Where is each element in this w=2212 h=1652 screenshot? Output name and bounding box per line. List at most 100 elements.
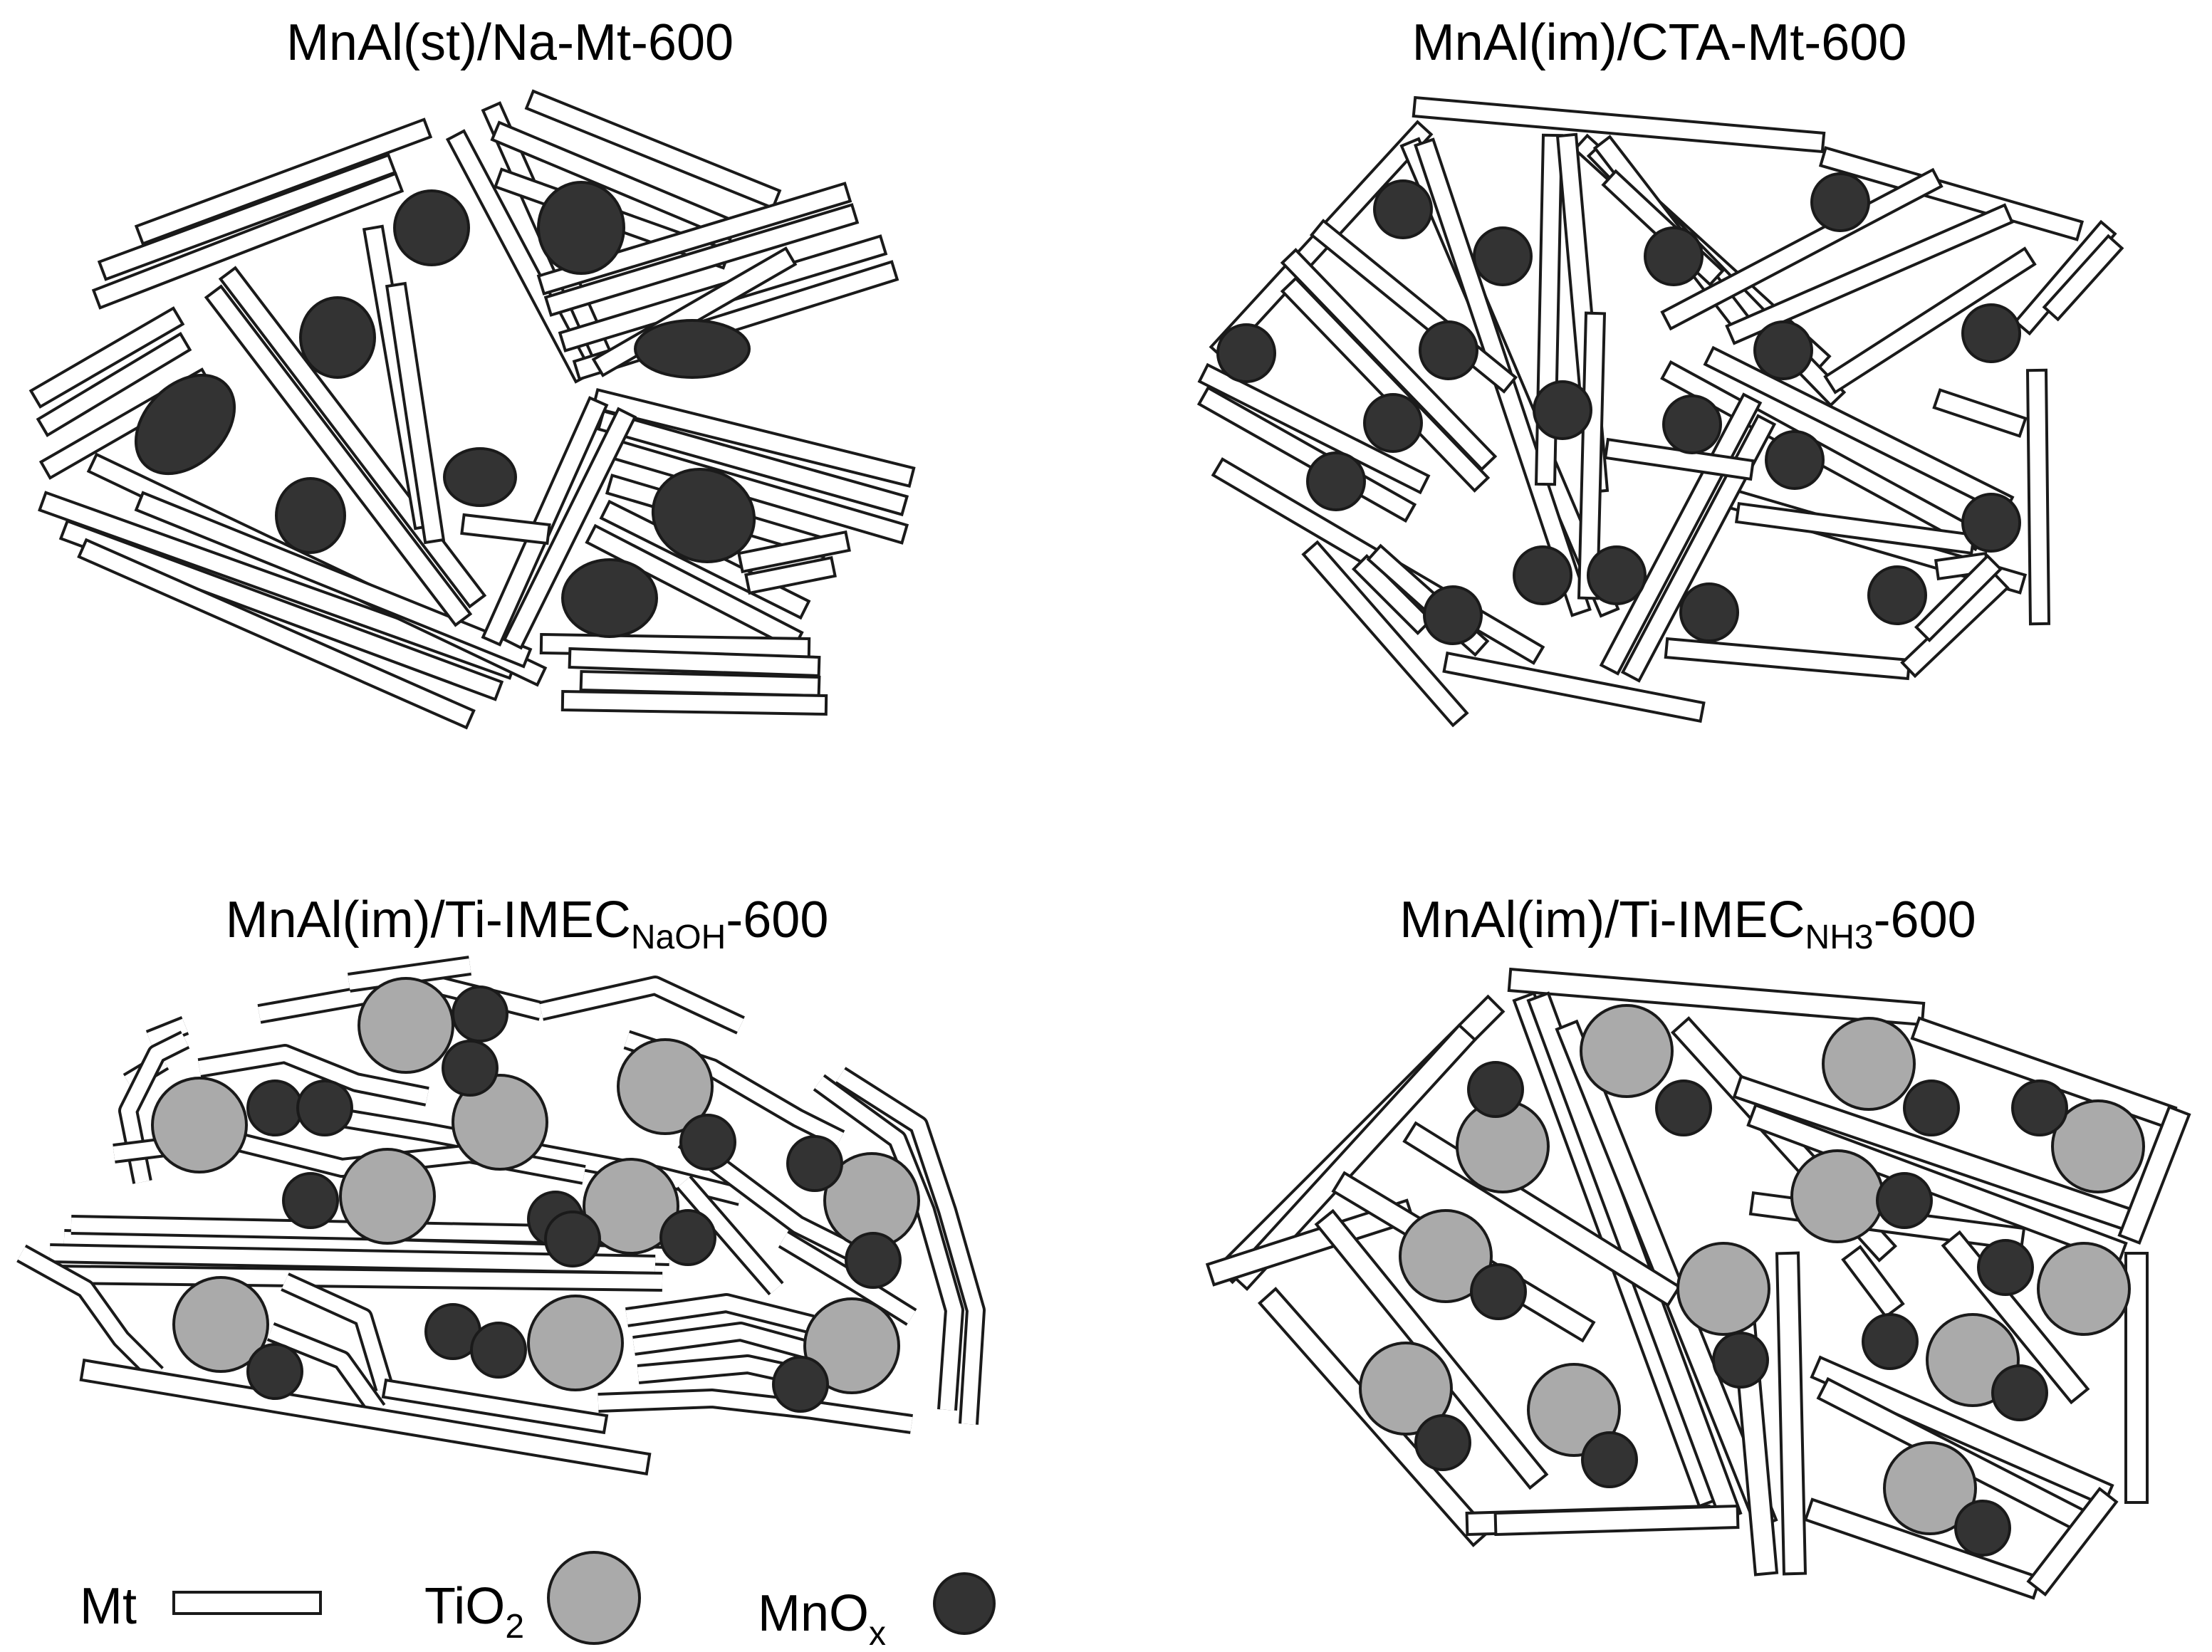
mnox-particle [393,189,470,266]
mnox-particle [634,319,751,379]
mt-platelet [585,523,804,652]
mnox-particle [651,468,756,563]
mt-platelet [2117,1105,2191,1245]
mt-wavy-layer-core [49,1246,656,1272]
mnox-particle [786,1135,843,1192]
mt-platelet [560,689,828,716]
mnox-particle [659,1209,716,1266]
panel-d-title-main: MnAl(im)/Ti-IMEC [1399,892,1805,948]
mnox-particle [1977,1239,2034,1296]
mt-platelet [591,387,916,488]
tio2-particle [803,1297,900,1394]
panel-b-title-main: MnAl(im)/CTA-Mt-600 [1412,14,1907,71]
mnox-particle [1961,493,2021,553]
mnox-particle [1903,1079,1960,1136]
mnox-particle [1679,582,1739,642]
panel-d-title-sub: NH3 [1805,919,1874,956]
mnox-particle [537,181,625,275]
mt-wavy-layer-core [836,1069,983,1425]
mnox-particle [1373,179,1433,239]
mnox-particle [246,1079,303,1136]
mnox-particle [1581,1431,1638,1488]
mnox-particle [1533,380,1592,440]
mnox-particle [1712,1332,1769,1389]
tio2-particle [1580,1004,1674,1098]
mt-wavy-layer-core [815,1076,961,1411]
tio2-particle [583,1158,679,1255]
mt-wavy-layer-core [198,1047,429,1104]
tio2-particle [1790,1149,1884,1243]
mt-platelet [91,172,405,310]
panel-b-diagram [1196,95,2124,728]
mt-platelet [1603,437,1755,481]
mt-platelet [1810,1355,2114,1507]
legend: Mt TiO2 MnOx [80,1551,996,1652]
mt-platelet [28,306,185,409]
mnox-particle [1513,545,1572,605]
mt-platelet [524,89,782,210]
mnox-particle [246,1343,303,1400]
mt-wavy-layer-core [632,1324,821,1360]
mt-platelet [79,1358,652,1476]
mnox-particle [1655,1079,1712,1136]
mnox-particle [544,1211,601,1267]
mt-platelet [543,203,860,317]
legend-tio2-sub: 2 [505,1608,524,1646]
mt-wavy-layer-core [281,1275,392,1391]
mt-platelet [481,396,609,647]
panel-a-title: MnAl(st)/Na-Mt-600 [286,14,734,71]
mt-platelet [1746,1103,2128,1265]
mnox-particle [1991,1364,2048,1421]
mt-platelet [381,1378,609,1435]
mt-platelet [1914,553,2003,643]
mt-wavy-layer-core [625,1296,814,1332]
legend-mnox-label: MnOx [758,1585,886,1652]
mt-platelet [2025,368,2051,626]
mt-platelet [1932,388,2028,438]
mt-platelet [1823,246,2037,394]
mnox-particle [1954,1500,2011,1557]
legend-tio2-swatch [547,1551,641,1645]
mt-platelet [1703,345,2015,516]
mt-platelet [1620,414,1777,683]
mnox-particle [1961,303,2021,363]
mt-platelet [1910,1016,2178,1130]
mt-platelet [2026,1486,2119,1597]
mt-platelet [385,281,446,545]
tio2-particle [2051,1099,2145,1193]
tio2-particle [2037,1242,2131,1336]
mt-platelet [1577,311,1607,600]
mt-platelet [744,555,837,595]
mt-platelet [1301,540,1469,728]
mnox-particle [2011,1079,2068,1136]
legend-tio2-label: TiO2 [424,1578,524,1646]
mt-platelet [568,647,821,678]
mnox-particle [470,1322,527,1379]
mnox-particle [282,1172,339,1229]
legend-tio2-main: TiO [424,1578,505,1635]
legend-mnox-swatch [933,1572,996,1635]
mnox-particle [679,1114,736,1171]
tio2-particle [172,1276,269,1373]
panel-c-diagram [16,956,986,1476]
tio2-particle [527,1295,624,1391]
panel-d-title: MnAl(im)/Ti-IMECNH3-600 [1399,892,1976,956]
mnox-particle [772,1356,829,1413]
panel-c-title-tail: -600 [726,892,828,948]
mt-platelet [1526,991,1743,1522]
panel-d-diagram [1205,967,2191,1600]
mnox-particle [1216,323,1276,383]
tio2-particle [1883,1441,1977,1535]
mnox-particle [442,1040,499,1097]
mt-wavy-layer-core [56,1267,663,1289]
mt-wavy-layer-core [678,1177,782,1294]
mnox-particle [1810,172,1870,232]
tio2-particle [452,1074,548,1171]
tio2-particle [1676,1242,1770,1336]
mt-platelet [1725,203,2014,345]
mt-platelet [460,513,551,545]
mt-platelet [134,117,433,246]
mt-platelet [36,332,192,437]
tio2-particle [1527,1363,1621,1457]
